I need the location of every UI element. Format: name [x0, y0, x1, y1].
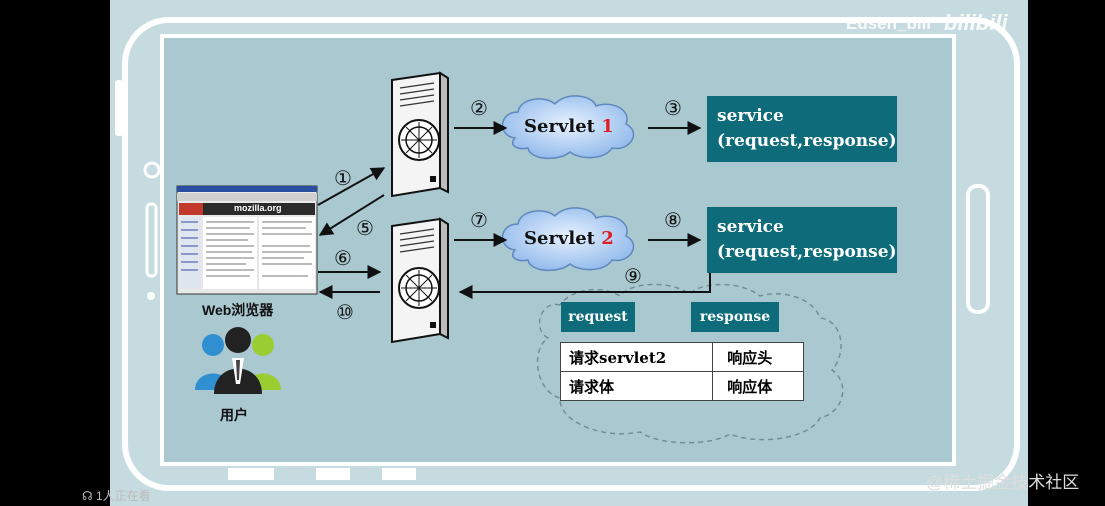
service1-line1: service — [717, 106, 784, 126]
service1-line2: (request,response) — [717, 131, 897, 151]
request-tag: request — [561, 302, 635, 332]
watermark-text: Eusen_bili — [846, 14, 932, 33]
arrow-step1 — [317, 167, 386, 206]
tablet-slot — [145, 202, 158, 278]
step-6: ⑥ — [334, 246, 352, 270]
web-browser-image — [176, 185, 318, 295]
arrow-step5 — [318, 194, 385, 236]
step-9: ⑨ — [624, 264, 642, 288]
response-tag: response — [691, 302, 779, 332]
table-cell: 请求体 — [559, 371, 714, 401]
step-8: ⑧ — [664, 208, 682, 232]
user-label: 用户 — [220, 407, 248, 423]
step-1: ① — [334, 166, 352, 190]
side-button — [115, 80, 123, 136]
step-5: ⑤ — [356, 216, 374, 240]
browser-label: Web浏览器 — [202, 302, 274, 318]
table-row: 请求体 响应体 — [559, 371, 804, 401]
users-icon — [195, 327, 281, 394]
bottom-port — [228, 468, 274, 480]
service1-box: service (request,response) — [707, 96, 897, 162]
server-icon — [391, 71, 449, 198]
step-7: ⑦ — [470, 208, 488, 232]
tablet-dot — [147, 292, 155, 300]
servlet2-cloud — [501, 207, 635, 272]
table-cell: 请求servlet2 — [559, 342, 714, 372]
servlet1-label: Servlet 1 — [524, 116, 614, 137]
step-10: ⑩ — [336, 300, 354, 324]
bilibili-logo: bilibili — [944, 10, 1008, 35]
step-3: ③ — [664, 96, 682, 120]
browser-url: mozilla.org — [234, 203, 282, 213]
arrow-step9 — [458, 272, 711, 299]
servlet1-cloud — [501, 95, 635, 160]
table-cell: 响应头 — [712, 342, 804, 372]
bottom-port — [382, 468, 416, 480]
step-2: ② — [470, 96, 488, 120]
bottom-port — [316, 468, 350, 480]
http-message-cloud — [536, 283, 844, 444]
tablet-frame — [122, 17, 1020, 491]
viewer-icon: ☊ — [82, 489, 96, 503]
footer-brand: @稀土掘金技术社区 — [926, 473, 1080, 492]
home-button — [966, 184, 990, 314]
http-message-table: 请求servlet2 响应头 请求体 响应体 — [559, 342, 804, 401]
table-cell: 响应体 — [712, 371, 804, 401]
table-row: 请求servlet2 响应头 — [559, 342, 804, 372]
service2-box: service (request,response) — [707, 207, 897, 273]
service2-line1: service — [717, 217, 784, 237]
camera-icon — [143, 161, 161, 179]
service2-line2: (request,response) — [717, 242, 897, 262]
servlet2-label: Servlet 2 — [524, 228, 614, 249]
server-icon — [391, 217, 449, 344]
viewer-count: ☊ 1人正在看 — [82, 489, 151, 503]
flow-arrows — [317, 121, 711, 299]
